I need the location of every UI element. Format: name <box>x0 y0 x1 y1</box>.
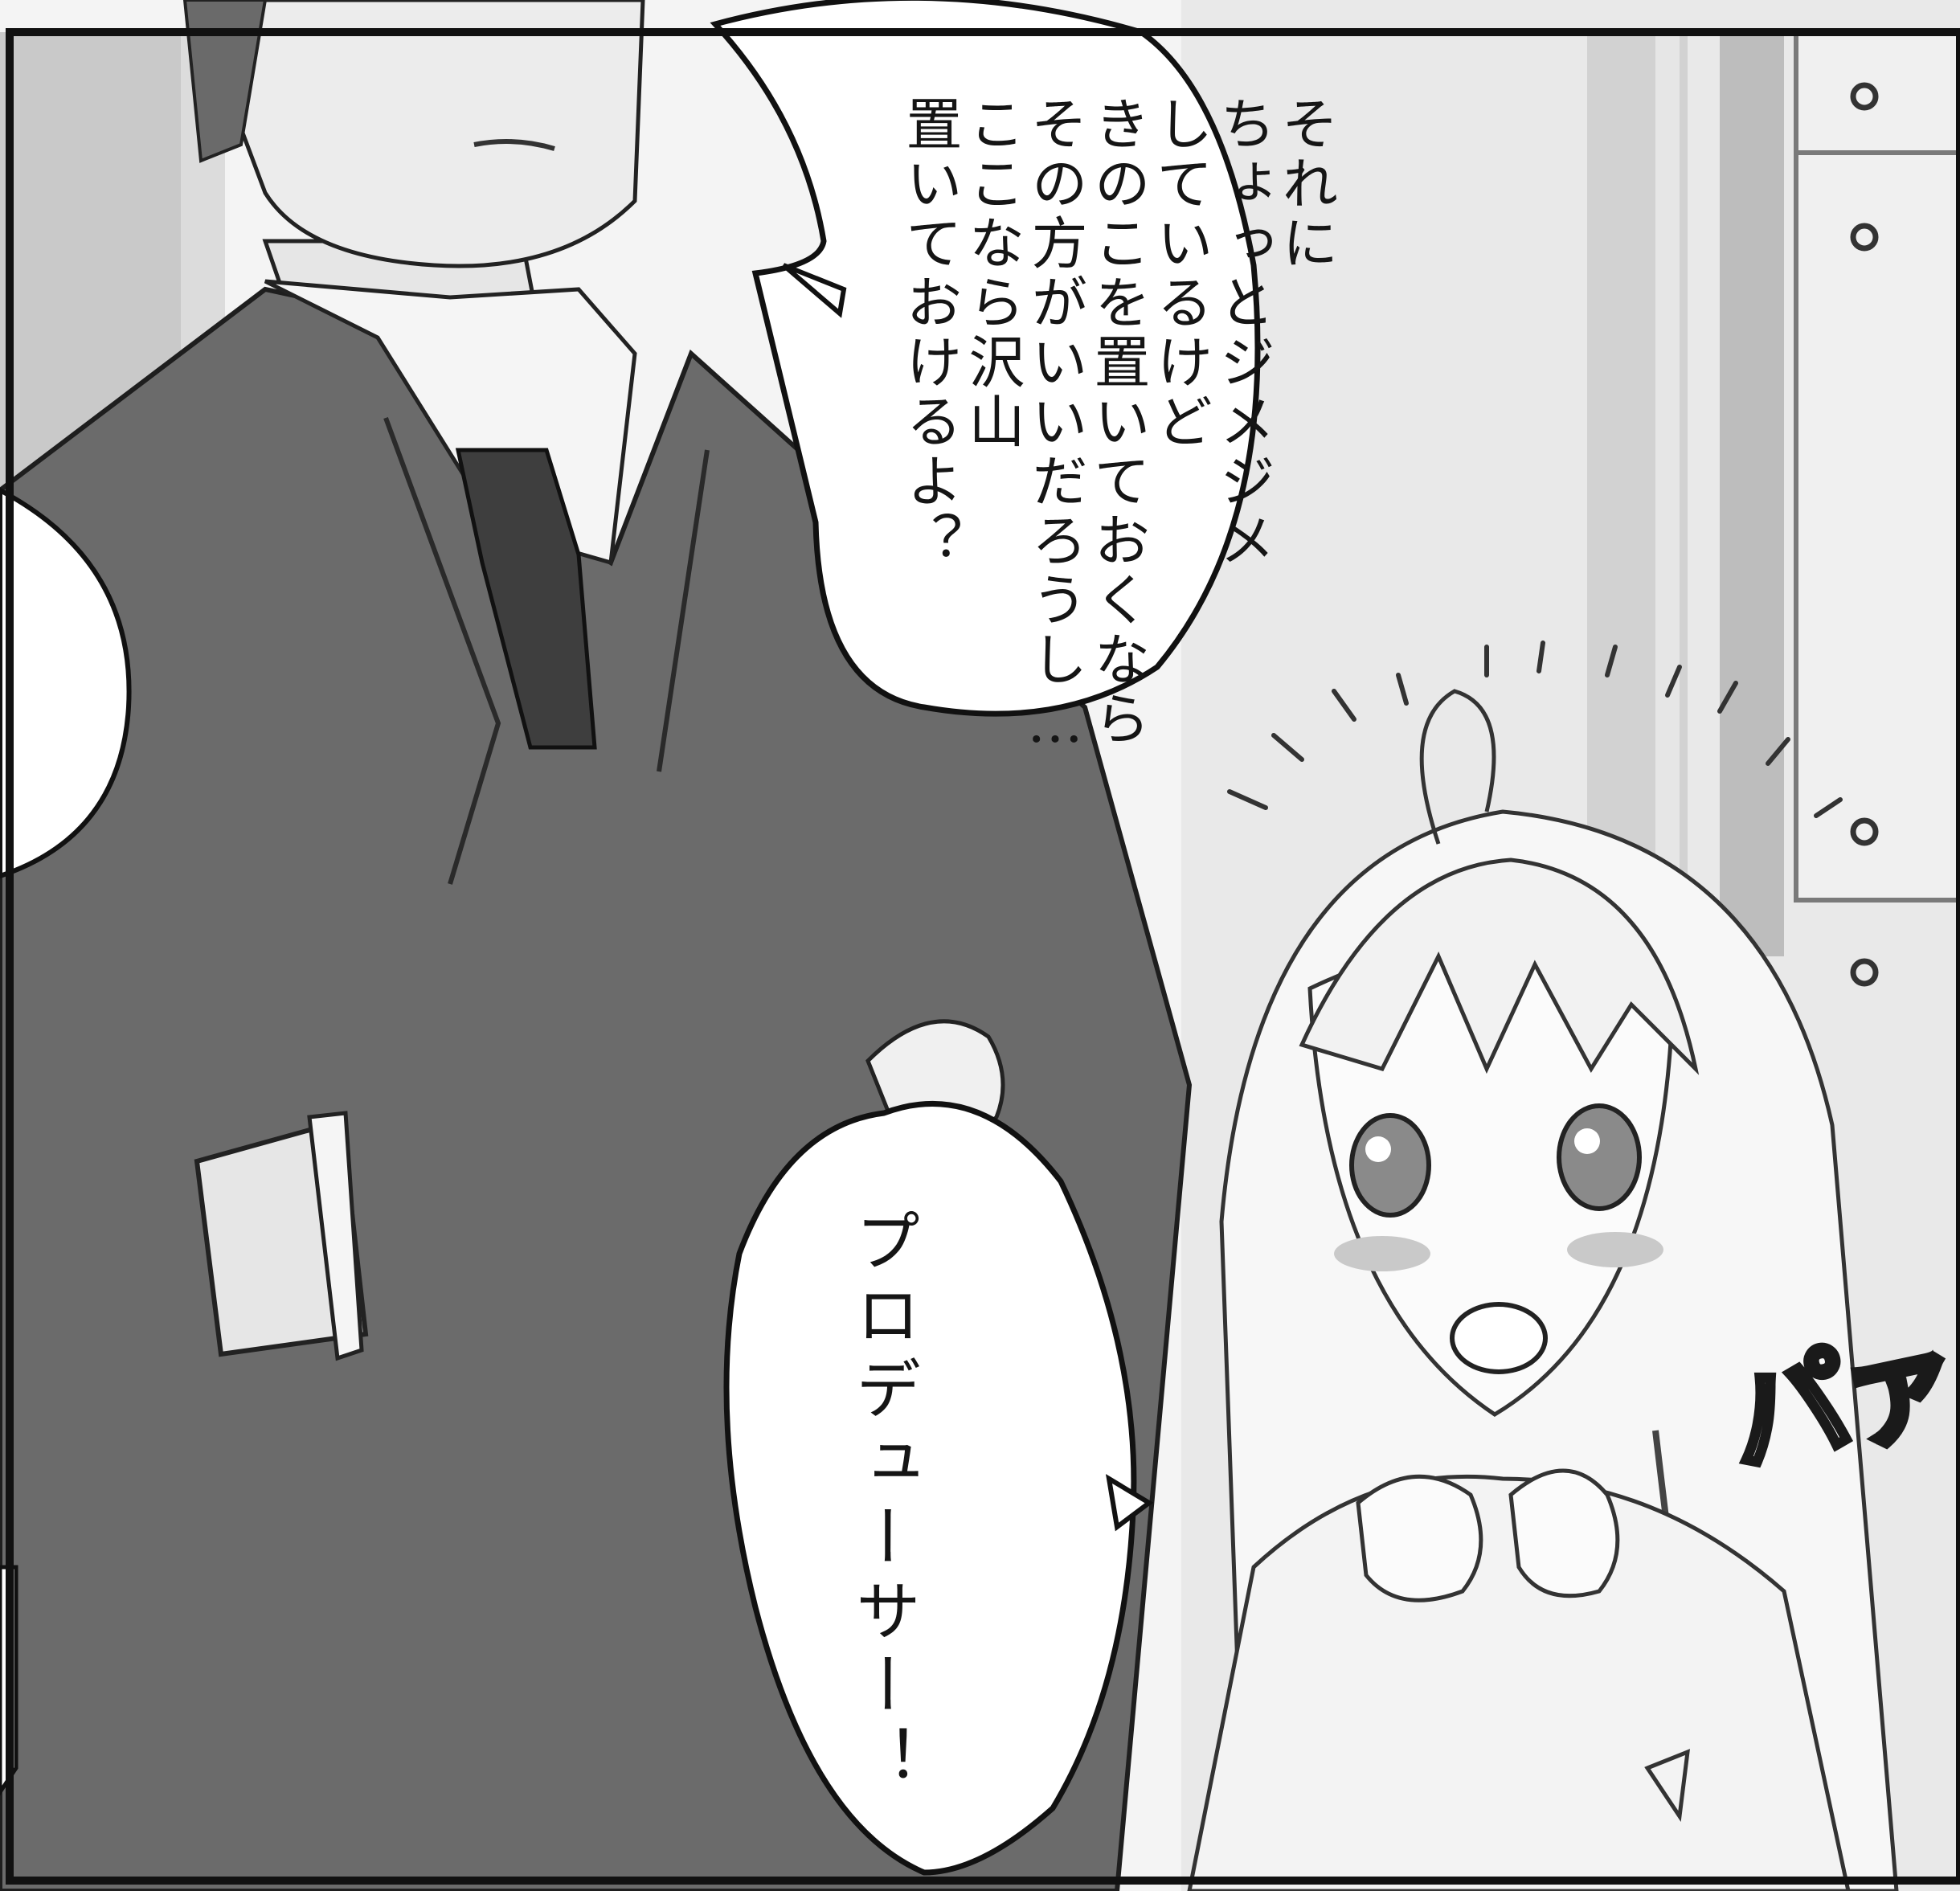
girl-mouth <box>1450 1302 1548 1374</box>
rivet <box>1850 817 1879 846</box>
locker-panel <box>1794 30 1960 903</box>
dialogue-line: その方がいいだろうし… <box>1022 95 1088 759</box>
rivet <box>1850 223 1879 252</box>
girl-eye-highlight <box>1574 1128 1600 1154</box>
speech-bubble-top-text: それに ちょっとジメジメ しているけど きのこを置いておくなら その方がいいだろ… <box>897 95 1339 759</box>
girl-fist-left <box>1356 1474 1483 1602</box>
girl-eye-highlight <box>1365 1136 1391 1162</box>
dialogue-line: それに <box>1273 95 1339 273</box>
dialogue-line: 置いておけるよ？ <box>897 95 963 571</box>
man-lapel <box>383 416 501 885</box>
man-cuff <box>307 1111 364 1361</box>
girl-ahoge <box>1419 689 1496 845</box>
speech-bubble-top-tail <box>782 263 847 318</box>
man-hair <box>182 0 268 163</box>
wall-pillar-dark <box>1720 32 1784 956</box>
speech-bubble-bottom <box>723 1101 1137 1876</box>
dialogue-line: ここなら沢山 <box>960 95 1025 452</box>
dialogue-line: ちょっとジメジメ <box>1210 95 1276 571</box>
girl-eye-left <box>1349 1113 1431 1218</box>
rivet <box>1850 82 1879 111</box>
girl-blush <box>1567 1232 1663 1267</box>
rivet <box>1850 958 1879 987</box>
dialogue-line: きのこを置いておくなら <box>1085 95 1151 749</box>
girl-eye-right <box>1557 1103 1642 1211</box>
man-mouth <box>473 139 555 151</box>
panel-border <box>6 28 1960 1885</box>
girl-ribbon <box>1644 1749 1691 1822</box>
dialogue-line: プロデューサー！ <box>844 1207 920 1799</box>
man-lapel <box>657 449 710 772</box>
speech-bubble-bottom-tail <box>1105 1474 1154 1532</box>
girl-fist-right <box>1508 1468 1620 1598</box>
man-face <box>190 0 645 268</box>
surprise-lines <box>1227 641 1843 818</box>
girl-bangs <box>1299 857 1700 1075</box>
girl-blush <box>1334 1236 1430 1271</box>
speech-bubble-bottom-text: プロデューサー！ <box>844 1207 920 1799</box>
partial-bubble-left <box>0 487 132 879</box>
dialogue-line: しているけど <box>1148 95 1213 452</box>
man-tie <box>455 448 597 750</box>
